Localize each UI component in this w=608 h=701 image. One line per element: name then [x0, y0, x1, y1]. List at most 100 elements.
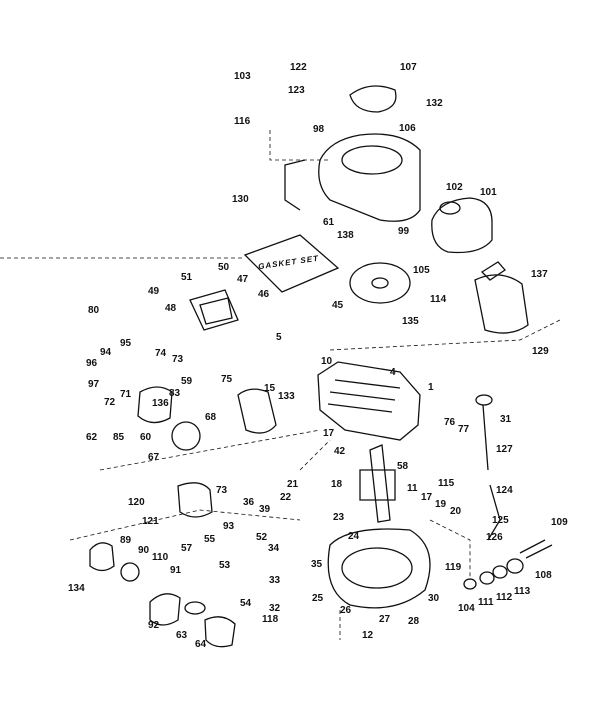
label-20: 20 — [450, 506, 462, 517]
label-54: 54 — [240, 598, 252, 609]
label-102: 102 — [446, 182, 463, 193]
label-106: 106 — [399, 123, 416, 134]
label-97: 97 — [88, 379, 100, 390]
label-108: 108 — [535, 570, 552, 581]
label-134: 134 — [68, 583, 85, 594]
label-32: 32 — [269, 603, 281, 614]
label-124: 124 — [496, 485, 513, 496]
label-23: 23 — [333, 512, 345, 523]
label-17: 17 — [323, 428, 335, 439]
label-107: 107 — [400, 62, 417, 73]
label-119: 119 — [445, 562, 462, 573]
label-46: 46 — [258, 289, 270, 300]
label-61: 61 — [323, 217, 335, 228]
label-31: 31 — [500, 414, 512, 425]
label-17b: 17 — [421, 492, 433, 503]
label-85: 85 — [113, 432, 125, 443]
label-80: 80 — [88, 305, 100, 316]
label-5: 5 — [276, 332, 282, 343]
label-115: 115 — [438, 478, 455, 489]
label-137: 137 — [531, 269, 548, 280]
label-126: 126 — [486, 532, 503, 543]
label-122: 122 — [290, 62, 307, 73]
label-83: 83 — [169, 388, 181, 399]
label-135: 135 — [402, 316, 419, 327]
label-114: 114 — [430, 294, 447, 305]
label-110: 110 — [152, 552, 169, 563]
label-98: 98 — [313, 124, 325, 135]
label-45: 45 — [332, 300, 344, 311]
label-74: 74 — [155, 348, 167, 359]
label-25: 25 — [312, 593, 324, 604]
label-94: 94 — [100, 347, 112, 358]
label-132: 132 — [426, 98, 443, 109]
label-24: 24 — [348, 531, 360, 542]
label-118: 118 — [262, 614, 279, 625]
label-67: 67 — [148, 452, 160, 463]
label-42: 42 — [334, 446, 346, 457]
label-73: 73 — [172, 354, 184, 365]
label-68: 68 — [205, 412, 217, 423]
label-55: 55 — [204, 534, 216, 545]
label-133: 133 — [278, 391, 295, 402]
label-59: 59 — [181, 376, 193, 387]
label-91: 91 — [170, 565, 182, 576]
label-96: 96 — [86, 358, 98, 369]
label-19: 19 — [435, 499, 447, 510]
label-33: 33 — [269, 575, 281, 586]
label-26: 26 — [340, 605, 352, 616]
label-53: 53 — [219, 560, 231, 571]
label-12: 12 — [362, 630, 374, 641]
label-48: 48 — [165, 303, 177, 314]
label-125: 125 — [492, 515, 509, 526]
label-130: 130 — [232, 194, 249, 205]
label-105: 105 — [413, 265, 430, 276]
label-93: 93 — [223, 521, 235, 532]
label-60: 60 — [140, 432, 152, 443]
label-111: 111 — [478, 597, 494, 608]
label-30: 30 — [428, 593, 440, 604]
label-77: 77 — [458, 424, 470, 435]
label-95: 95 — [120, 338, 132, 349]
label-129: 129 — [532, 346, 549, 357]
label-63: 63 — [176, 630, 188, 641]
label-112: 112 — [496, 592, 513, 603]
label-51: 51 — [181, 272, 193, 283]
label-47: 47 — [237, 274, 249, 285]
label-11: 11 — [407, 483, 418, 494]
label-34: 34 — [268, 543, 280, 554]
label-62: 62 — [86, 432, 98, 443]
label-120: 120 — [128, 497, 145, 508]
label-76: 76 — [444, 417, 456, 428]
label-109: 109 — [551, 517, 568, 528]
label-104: 104 — [458, 603, 475, 614]
label-113: 113 — [514, 586, 531, 597]
label-36: 36 — [243, 497, 255, 508]
label-18: 18 — [331, 479, 343, 490]
label-22: 22 — [280, 492, 292, 503]
label-92: 92 — [148, 620, 160, 631]
label-21: 21 — [287, 479, 299, 490]
label-89: 89 — [120, 535, 132, 546]
label-123: 123 — [288, 85, 305, 96]
label-15: 15 — [264, 383, 276, 394]
label-101: 101 — [480, 187, 497, 198]
label-57: 57 — [181, 543, 193, 554]
label-39: 39 — [259, 504, 271, 515]
label-75: 75 — [221, 374, 233, 385]
label-35: 35 — [311, 559, 323, 570]
label-50: 50 — [218, 262, 230, 273]
label-121: 121 — [142, 516, 159, 527]
label-127: 127 — [496, 444, 513, 455]
label-90: 90 — [138, 545, 150, 556]
label-28: 28 — [408, 616, 420, 627]
label-52: 52 — [256, 532, 268, 543]
label-27: 27 — [379, 614, 391, 625]
label-72: 72 — [104, 397, 116, 408]
label-10: 10 — [321, 356, 333, 367]
label-103: 103 — [234, 71, 251, 82]
label-71: 71 — [120, 389, 132, 400]
label-136: 136 — [152, 398, 169, 409]
